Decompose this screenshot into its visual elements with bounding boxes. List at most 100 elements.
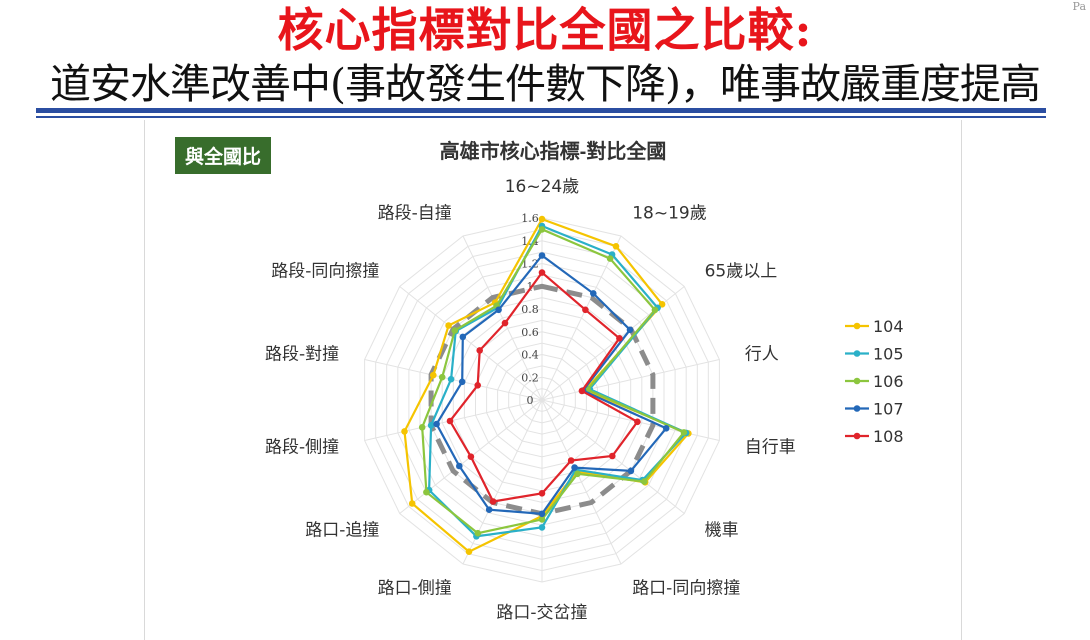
series-point-106 xyxy=(438,373,446,381)
axis-label: 路口-交岔撞 xyxy=(496,603,587,623)
series-point-104 xyxy=(430,371,437,379)
series-point-107 xyxy=(590,290,597,297)
series-point-106 xyxy=(680,429,688,436)
axis-label: 16~24歲 xyxy=(505,177,580,197)
axis-label: 65歲以上 xyxy=(705,261,778,281)
series-point-108 xyxy=(634,418,641,426)
series-point-106 xyxy=(538,516,546,523)
radial-tick-label: 0.2 xyxy=(521,371,539,384)
series-point-107 xyxy=(626,326,634,334)
axis-label: 機車 xyxy=(705,521,739,541)
series-point-106 xyxy=(641,478,648,485)
series-point-108 xyxy=(476,347,484,354)
axis-label: 路口-側撞 xyxy=(378,578,452,598)
series-point-106 xyxy=(538,226,546,233)
series-point-108 xyxy=(446,417,454,425)
series-point-104 xyxy=(401,428,408,435)
series-point-108 xyxy=(501,319,509,327)
series-point-104 xyxy=(538,215,546,223)
radial-tick-label: 0 xyxy=(527,394,534,407)
grid-spoke xyxy=(364,399,543,441)
series-point-108 xyxy=(467,453,475,461)
axis-label: 自行車 xyxy=(745,437,796,457)
legend-label: 106 xyxy=(873,372,904,391)
legend-label: 108 xyxy=(873,427,904,446)
series-point-107 xyxy=(662,425,670,432)
series-point-104 xyxy=(445,322,452,329)
page-tag: Pa xyxy=(1072,0,1086,13)
chart-title: 高雄市核心指標-對比全國 xyxy=(440,139,667,163)
radial-tick-label: 0.8 xyxy=(521,303,539,316)
series-point-108 xyxy=(474,382,482,389)
grid-spoke xyxy=(399,286,543,401)
legend-label: 104 xyxy=(873,317,904,336)
grid-spoke xyxy=(462,399,543,565)
series-point-107 xyxy=(485,506,493,513)
title-rule-thick xyxy=(36,108,1046,113)
series-point-107 xyxy=(538,252,546,259)
radial-tick-label: 1 xyxy=(527,280,534,293)
series-point-104 xyxy=(612,243,620,250)
legend-swatch-marker xyxy=(853,432,861,440)
axis-label: 18~19歲 xyxy=(632,204,707,224)
series-point-104 xyxy=(465,548,473,555)
series-point-106 xyxy=(451,327,459,334)
series-point-106 xyxy=(418,424,426,431)
radar-chart: 高雄市核心指標-對比全國 00.20.40.60.811.21.41.6 16~… xyxy=(265,139,904,623)
series-point-108 xyxy=(582,306,589,314)
radar-series xyxy=(401,215,692,555)
series-point-108 xyxy=(567,457,575,464)
legend-swatch-marker xyxy=(853,377,861,385)
series-point-106 xyxy=(574,470,581,478)
grid-spoke xyxy=(462,235,543,401)
axis-label: 行人 xyxy=(745,345,779,365)
series-point-107 xyxy=(538,510,546,518)
radial-tick-label: 1.2 xyxy=(521,258,539,271)
radial-tick-label: 1.6 xyxy=(521,212,539,225)
series-point-106 xyxy=(474,529,482,537)
radial-tick-label: 0.6 xyxy=(521,326,539,339)
legend-swatch-marker xyxy=(853,405,861,412)
series-point-108 xyxy=(616,335,623,342)
series-point-108 xyxy=(538,269,546,276)
series-point-104 xyxy=(658,301,666,308)
series-point-105 xyxy=(447,375,455,383)
grid-spoke xyxy=(541,399,622,565)
legend-swatch-marker xyxy=(853,350,861,357)
series-point-108 xyxy=(609,452,616,460)
series-point-105 xyxy=(538,524,546,531)
radial-tick-label: 0.4 xyxy=(521,349,539,362)
axis-label: 路段-同向擦撞 xyxy=(271,261,379,281)
title-rule-thin xyxy=(36,116,1046,118)
grid-spoke xyxy=(541,359,720,401)
comparison-badge: 與全國比 xyxy=(175,137,272,174)
series-point-107 xyxy=(571,464,578,471)
series-point-107 xyxy=(627,467,635,475)
slide-subtitle: 道安水準改善中(事故發生件數下降)，唯事故嚴重度提高 xyxy=(50,60,1041,108)
series-point-108 xyxy=(538,490,546,497)
axis-label: 路口-追撞 xyxy=(305,521,379,541)
series-line-107 xyxy=(435,253,668,515)
series-point-105 xyxy=(427,422,435,429)
slide-title: 核心指標對比全國之比較: xyxy=(277,3,813,57)
axis-label: 路段-自撞 xyxy=(378,204,452,224)
radar-grid xyxy=(364,217,720,583)
series-point-104 xyxy=(408,500,416,507)
axis-label: 路段-對撞 xyxy=(265,345,339,365)
axis-label: 路口-同向擦撞 xyxy=(632,578,740,598)
series-point-107 xyxy=(456,462,463,470)
legend-swatch-marker xyxy=(853,322,861,330)
series-point-106 xyxy=(423,488,430,496)
series-point-106 xyxy=(606,255,614,262)
series-point-108 xyxy=(578,387,586,395)
series-point-107 xyxy=(459,333,467,341)
series-point-107 xyxy=(433,420,440,428)
series-point-106 xyxy=(651,306,659,314)
legend-label: 105 xyxy=(873,345,904,364)
series-point-108 xyxy=(489,498,497,505)
legend-label: 107 xyxy=(873,400,904,419)
radial-tick-labels: 00.20.40.60.811.21.41.6 xyxy=(521,212,539,407)
grid-spoke xyxy=(541,235,622,401)
